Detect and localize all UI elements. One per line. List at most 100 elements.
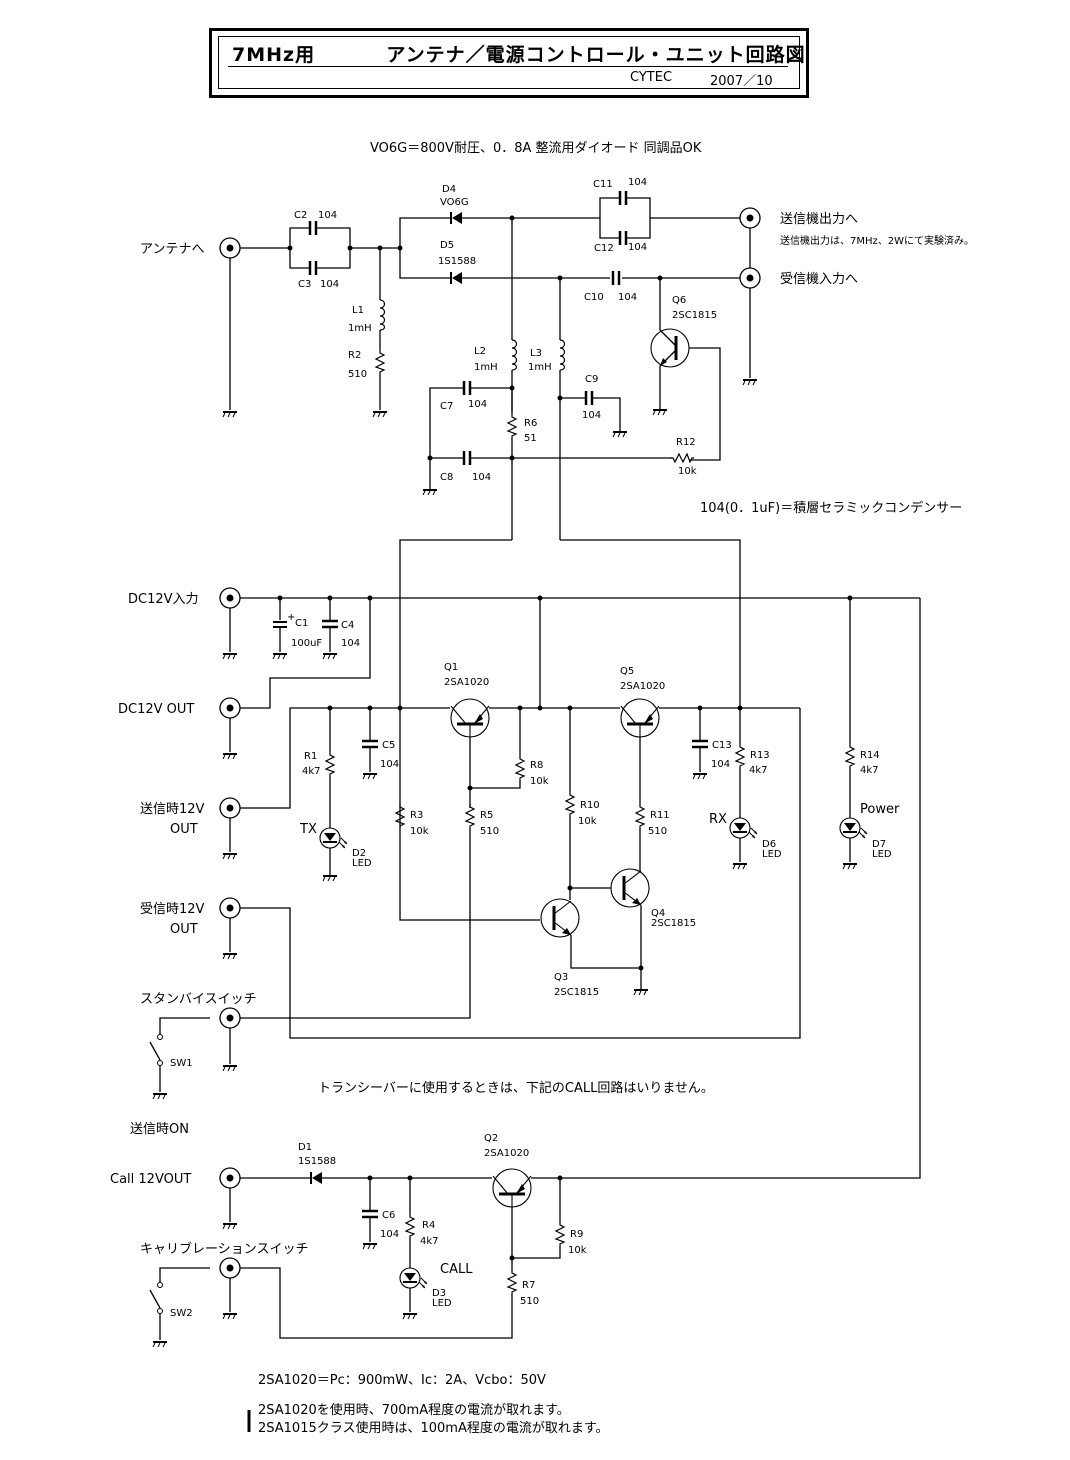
r6-value: 51 — [524, 433, 537, 444]
ground-icon — [152, 1341, 168, 1348]
q3-value: 2SC1815 — [554, 987, 599, 998]
r10-ref: R10 — [580, 800, 600, 811]
r5-value: 510 — [480, 826, 499, 837]
r1-ref: R1 — [304, 751, 317, 762]
diode-note: VO6G＝800V耐圧、0．8A 整流用ダイオード 同調品OK — [370, 141, 702, 156]
d1-value: 1S1588 — [298, 1156, 336, 1167]
rx-input-label: 受信機入力へ — [780, 272, 858, 287]
c10-ref: C10 — [584, 292, 604, 303]
c4-value: 104 — [341, 638, 360, 649]
c9-ref: C9 — [585, 374, 598, 385]
c7-value: 104 — [468, 399, 487, 410]
r7-value: 510 — [520, 1296, 539, 1307]
diode-d5-icon — [450, 271, 463, 285]
switch-sw2-icon — [157, 1282, 163, 1288]
d6-tag: RX — [709, 812, 727, 827]
r1-value: 4k7 — [302, 766, 321, 777]
c2-value: 104 — [318, 210, 337, 221]
capacitor-c8-icon — [462, 449, 472, 467]
ground-icon — [372, 411, 388, 418]
sw1-ref: SW1 — [170, 1058, 193, 1069]
resistor-r14-icon — [845, 743, 855, 769]
l2-value: 1mH — [474, 362, 498, 373]
resistor-r13-icon — [735, 743, 745, 769]
r9-ref: R9 — [570, 1229, 583, 1240]
d7-value: LED — [872, 849, 892, 860]
r7-ref: R7 — [522, 1280, 535, 1291]
c13-value: 104 — [711, 759, 730, 770]
r10-value: 10k — [578, 816, 597, 827]
diode-d4-icon — [450, 211, 463, 225]
r13-value: 4k7 — [749, 765, 768, 776]
capacitor-c7-icon — [462, 379, 472, 397]
capacitor-note: 104(0．1uF)＝積層セラミックコンデンサー — [700, 500, 962, 516]
title-freq: 7MHz用 — [232, 44, 316, 66]
ground-icon — [152, 1093, 168, 1100]
c6-ref: C6 — [382, 1210, 395, 1221]
capacitor-c12-icon — [618, 229, 628, 247]
title-author: CYTEC — [630, 70, 673, 85]
title-main: 7MHz用 アンテナ／電源コントロール・ユニット回路図 — [232, 40, 806, 67]
led-d6-icon — [729, 817, 758, 839]
title-inner-frame — [218, 36, 800, 89]
l3-value: 1mH — [528, 362, 552, 373]
tx-on-label: 送信時ON — [130, 1122, 189, 1137]
ground-icon — [362, 1243, 378, 1250]
r14-value: 4k7 — [860, 765, 879, 776]
q5-ref: Q5 — [620, 666, 634, 677]
ground-icon — [222, 853, 238, 860]
call-output-jack-icon — [219, 1167, 241, 1189]
d2-tag: TX — [299, 822, 317, 837]
d1-ref: D1 — [298, 1142, 312, 1153]
diode-d1-icon — [310, 1171, 323, 1185]
r3-ref: R3 — [410, 810, 423, 821]
tx12v-output-jack-icon — [219, 797, 241, 819]
d4-ref: D4 — [442, 184, 456, 195]
r14-ref: R14 — [860, 750, 880, 761]
d5-ref: D5 — [440, 240, 454, 251]
transistor-q1-icon — [449, 697, 491, 739]
antenna-jack-icon — [219, 237, 241, 259]
ground-icon — [222, 1223, 238, 1230]
c3-ref: C3 — [298, 279, 311, 290]
resistor-r7-icon — [507, 1269, 517, 1295]
resistor-r8-icon — [515, 755, 525, 781]
capacitor-c11-icon — [618, 189, 628, 207]
r5-ref: R5 — [480, 810, 493, 821]
ground-icon — [222, 411, 238, 418]
standby-label: スタンバイスイッチ — [140, 992, 257, 1007]
ground-icon — [652, 409, 668, 416]
ground-icon — [222, 1065, 238, 1072]
rx-input-jack-icon — [739, 267, 761, 289]
inductor-l3-icon — [559, 339, 566, 371]
q1-ref: Q1 — [444, 662, 458, 673]
current-note-1: 2SA1020を使用時、700mA程度の電流が取れます。 — [258, 1402, 570, 1418]
l2-ref: L2 — [474, 346, 486, 357]
d7-ref: D7 — [872, 839, 886, 850]
c6-value: 104 — [380, 1229, 399, 1240]
c10-value: 104 — [618, 292, 637, 303]
ground-icon — [422, 489, 438, 496]
c5-value: 104 — [380, 759, 399, 770]
q3-ref: Q3 — [554, 972, 568, 983]
tx-note: 送信機出力は、7MHz、2Wにて実験済み。 — [780, 234, 974, 247]
resistor-r6-icon — [507, 413, 517, 439]
title-text: アンテナ／電源コントロール・ユニット回路図 — [386, 44, 806, 66]
ground-icon — [633, 989, 649, 996]
current-note-2: 2SA1015クラス使用時は、100mA程度の電流が取れます。 — [258, 1420, 609, 1436]
q4-ref: Q4 — [651, 908, 665, 919]
calibration-switch-jack-icon — [219, 1257, 241, 1279]
capacitor-c9-icon — [584, 389, 594, 407]
rx12v-output-jack-icon — [219, 897, 241, 919]
d3-tag: CALL — [440, 1262, 473, 1277]
q4-value: 2SC1815 — [651, 918, 696, 929]
resistor-r10-icon — [565, 791, 575, 817]
l3-ref: L3 — [530, 348, 542, 359]
spec-note: 2SA1020＝Pc：900mW、Ic：2A、Vcbo：50V — [258, 1373, 546, 1388]
resistor-r12-icon — [669, 453, 695, 463]
svg-text:+: + — [287, 612, 295, 623]
c3-value: 104 — [320, 279, 339, 290]
dc-output-jack-icon — [219, 697, 241, 719]
c7-ref: C7 — [440, 401, 453, 412]
